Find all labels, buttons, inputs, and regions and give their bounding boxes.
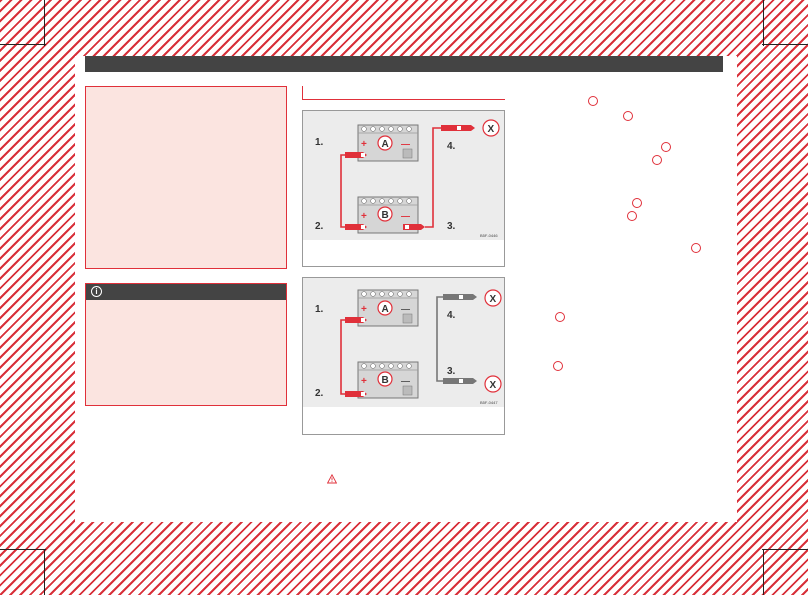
svg-text:3.: 3. (447, 366, 456, 377)
crop-mark (763, 549, 764, 595)
svg-text:+: + (361, 304, 367, 315)
figure-jump-start-disconnect: + — + — A B X X 1. 2. 3. 4. B5F-0447 (302, 277, 505, 435)
crop-mark (44, 549, 45, 595)
svg-text:2.: 2. (315, 221, 324, 232)
figure-code: B5F-0447 (480, 400, 498, 405)
svg-text:—: — (401, 376, 410, 386)
callout-circle-icon (691, 243, 701, 253)
svg-text:—: — (401, 139, 410, 149)
svg-text:1.: 1. (315, 304, 324, 315)
callout-circle-icon (652, 155, 662, 165)
svg-text:1.: 1. (315, 137, 324, 148)
warning-box (85, 86, 287, 269)
callout-circle-icon (661, 142, 671, 152)
svg-text:X: X (490, 380, 497, 391)
figure-illustration: + — + — A B X X 1. 2. 3. 4. B5F-0447 (303, 278, 504, 407)
svg-text:B: B (382, 210, 389, 221)
callout-circle-icon (555, 312, 565, 322)
callout-circle-icon (553, 361, 563, 371)
crop-mark (0, 549, 46, 550)
svg-text:4.: 4. (447, 141, 456, 152)
svg-text:+: + (361, 139, 367, 150)
section-heading-rule (302, 86, 505, 100)
crop-mark (763, 0, 764, 46)
svg-text:X: X (488, 124, 495, 135)
crop-mark (0, 44, 46, 45)
svg-text:2.: 2. (315, 388, 324, 399)
svg-text:X: X (490, 294, 497, 305)
figure-illustration: + — + — A B X 1. 2. 3. 4. B5F-0446 (303, 111, 504, 240)
svg-text:4.: 4. (447, 310, 456, 321)
jump-start-diagram: + — + — A B X X 1. 2. 3. 4. (315, 289, 502, 399)
page-header-bar (85, 56, 723, 72)
svg-text:+: + (361, 376, 367, 387)
note-box: i (85, 283, 287, 406)
callout-circle-icon (588, 96, 598, 106)
crop-mark (762, 44, 808, 45)
svg-text:A: A (382, 304, 389, 315)
note-header: i (86, 284, 286, 300)
svg-text:3.: 3. (447, 221, 456, 232)
svg-text:B: B (382, 375, 389, 386)
callout-circle-icon (627, 211, 637, 221)
callout-circle-icon (623, 111, 633, 121)
svg-text:+: + (361, 211, 367, 222)
figure-code: B5F-0446 (480, 233, 498, 238)
crop-mark (762, 549, 808, 550)
callout-circle-icon (632, 198, 642, 208)
info-icon: i (91, 286, 102, 297)
figure-jump-start-connected: + — + — A B X 1. 2. 3. 4. B5F-0446 (302, 110, 505, 267)
crop-mark (44, 0, 45, 46)
svg-text:—: — (401, 304, 410, 314)
jump-start-diagram: + — + — A B X 1. 2. 3. 4. (315, 119, 500, 234)
svg-text:A: A (382, 139, 389, 150)
svg-text:—: — (401, 211, 410, 221)
warning-triangle-icon (327, 474, 337, 484)
